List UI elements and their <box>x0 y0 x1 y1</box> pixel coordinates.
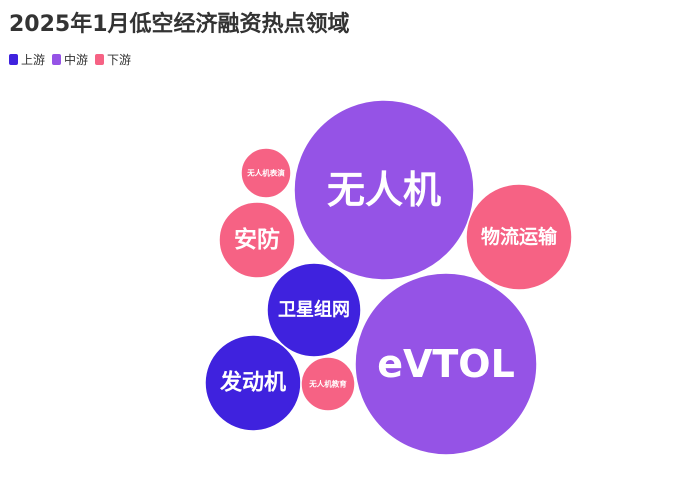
legend: 上游 中游 下游 <box>9 51 138 68</box>
chart-title: 2025年1月低空经济融资热点领域 <box>9 12 350 37</box>
legend-item-downstream[interactable]: 下游 <box>95 51 131 68</box>
bubble-satellite-network-label: 卫星组网 <box>278 299 350 321</box>
bubble-engine-label: 发动机 <box>219 370 286 396</box>
bubble-drone-education[interactable] <box>300 356 356 412</box>
legend-label-upstream: 上游 <box>21 53 46 67</box>
legend-swatch-downstream <box>95 54 105 65</box>
bubble-security-label: 安防 <box>234 226 280 253</box>
legend-swatch-upstream <box>9 54 18 65</box>
legend-item-upstream[interactable]: 上游 <box>9 51 45 68</box>
bubble-drone[interactable] <box>293 99 475 281</box>
bubble-drone-education-label: 无人机教育 <box>308 379 347 389</box>
bubble-satellite-network[interactable] <box>266 262 362 358</box>
bubble-evtol[interactable] <box>354 272 538 456</box>
bubble-logistics-label: 物流运输 <box>481 225 558 248</box>
bubble-evtol-label: eVTOL <box>377 342 515 386</box>
bubble-drone-show[interactable] <box>240 147 292 199</box>
legend-label-downstream: 下游 <box>107 53 132 67</box>
legend-label-midstream: 中游 <box>64 53 89 67</box>
bubble-security[interactable] <box>218 201 296 279</box>
bubble-logistics[interactable] <box>465 183 573 291</box>
legend-item-midstream[interactable]: 中游 <box>52 51 88 68</box>
bubble-drone-show-label: 无人机表演 <box>246 168 285 178</box>
bubble-drone-label: 无人机 <box>327 168 441 212</box>
legend-swatch-midstream <box>52 54 62 65</box>
